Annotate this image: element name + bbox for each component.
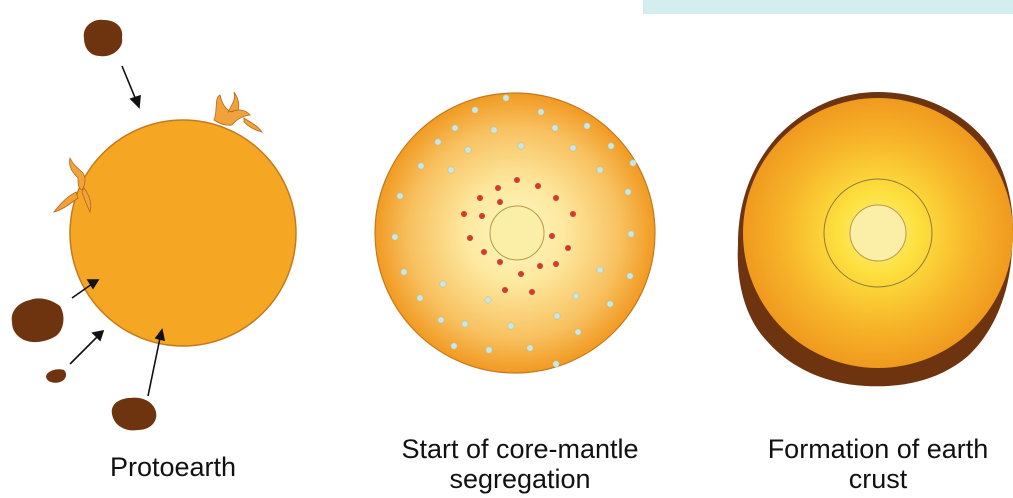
segregation-planet [375,93,655,373]
label-core-mantle-segregation: Start of core-mantle segregation [360,434,680,494]
meteorite-rock-bottom [112,398,157,431]
label-earth-crust-formation: Formation of earth crust [728,434,1013,494]
protoearth-planet [70,120,296,346]
meteorite-rock-left-large [12,298,64,342]
label-protoearth: Protoearth [58,452,288,482]
crust-planet [738,92,1013,386]
meteorite-rock-top [84,20,122,57]
meteorite-rock-left-small [46,369,66,383]
